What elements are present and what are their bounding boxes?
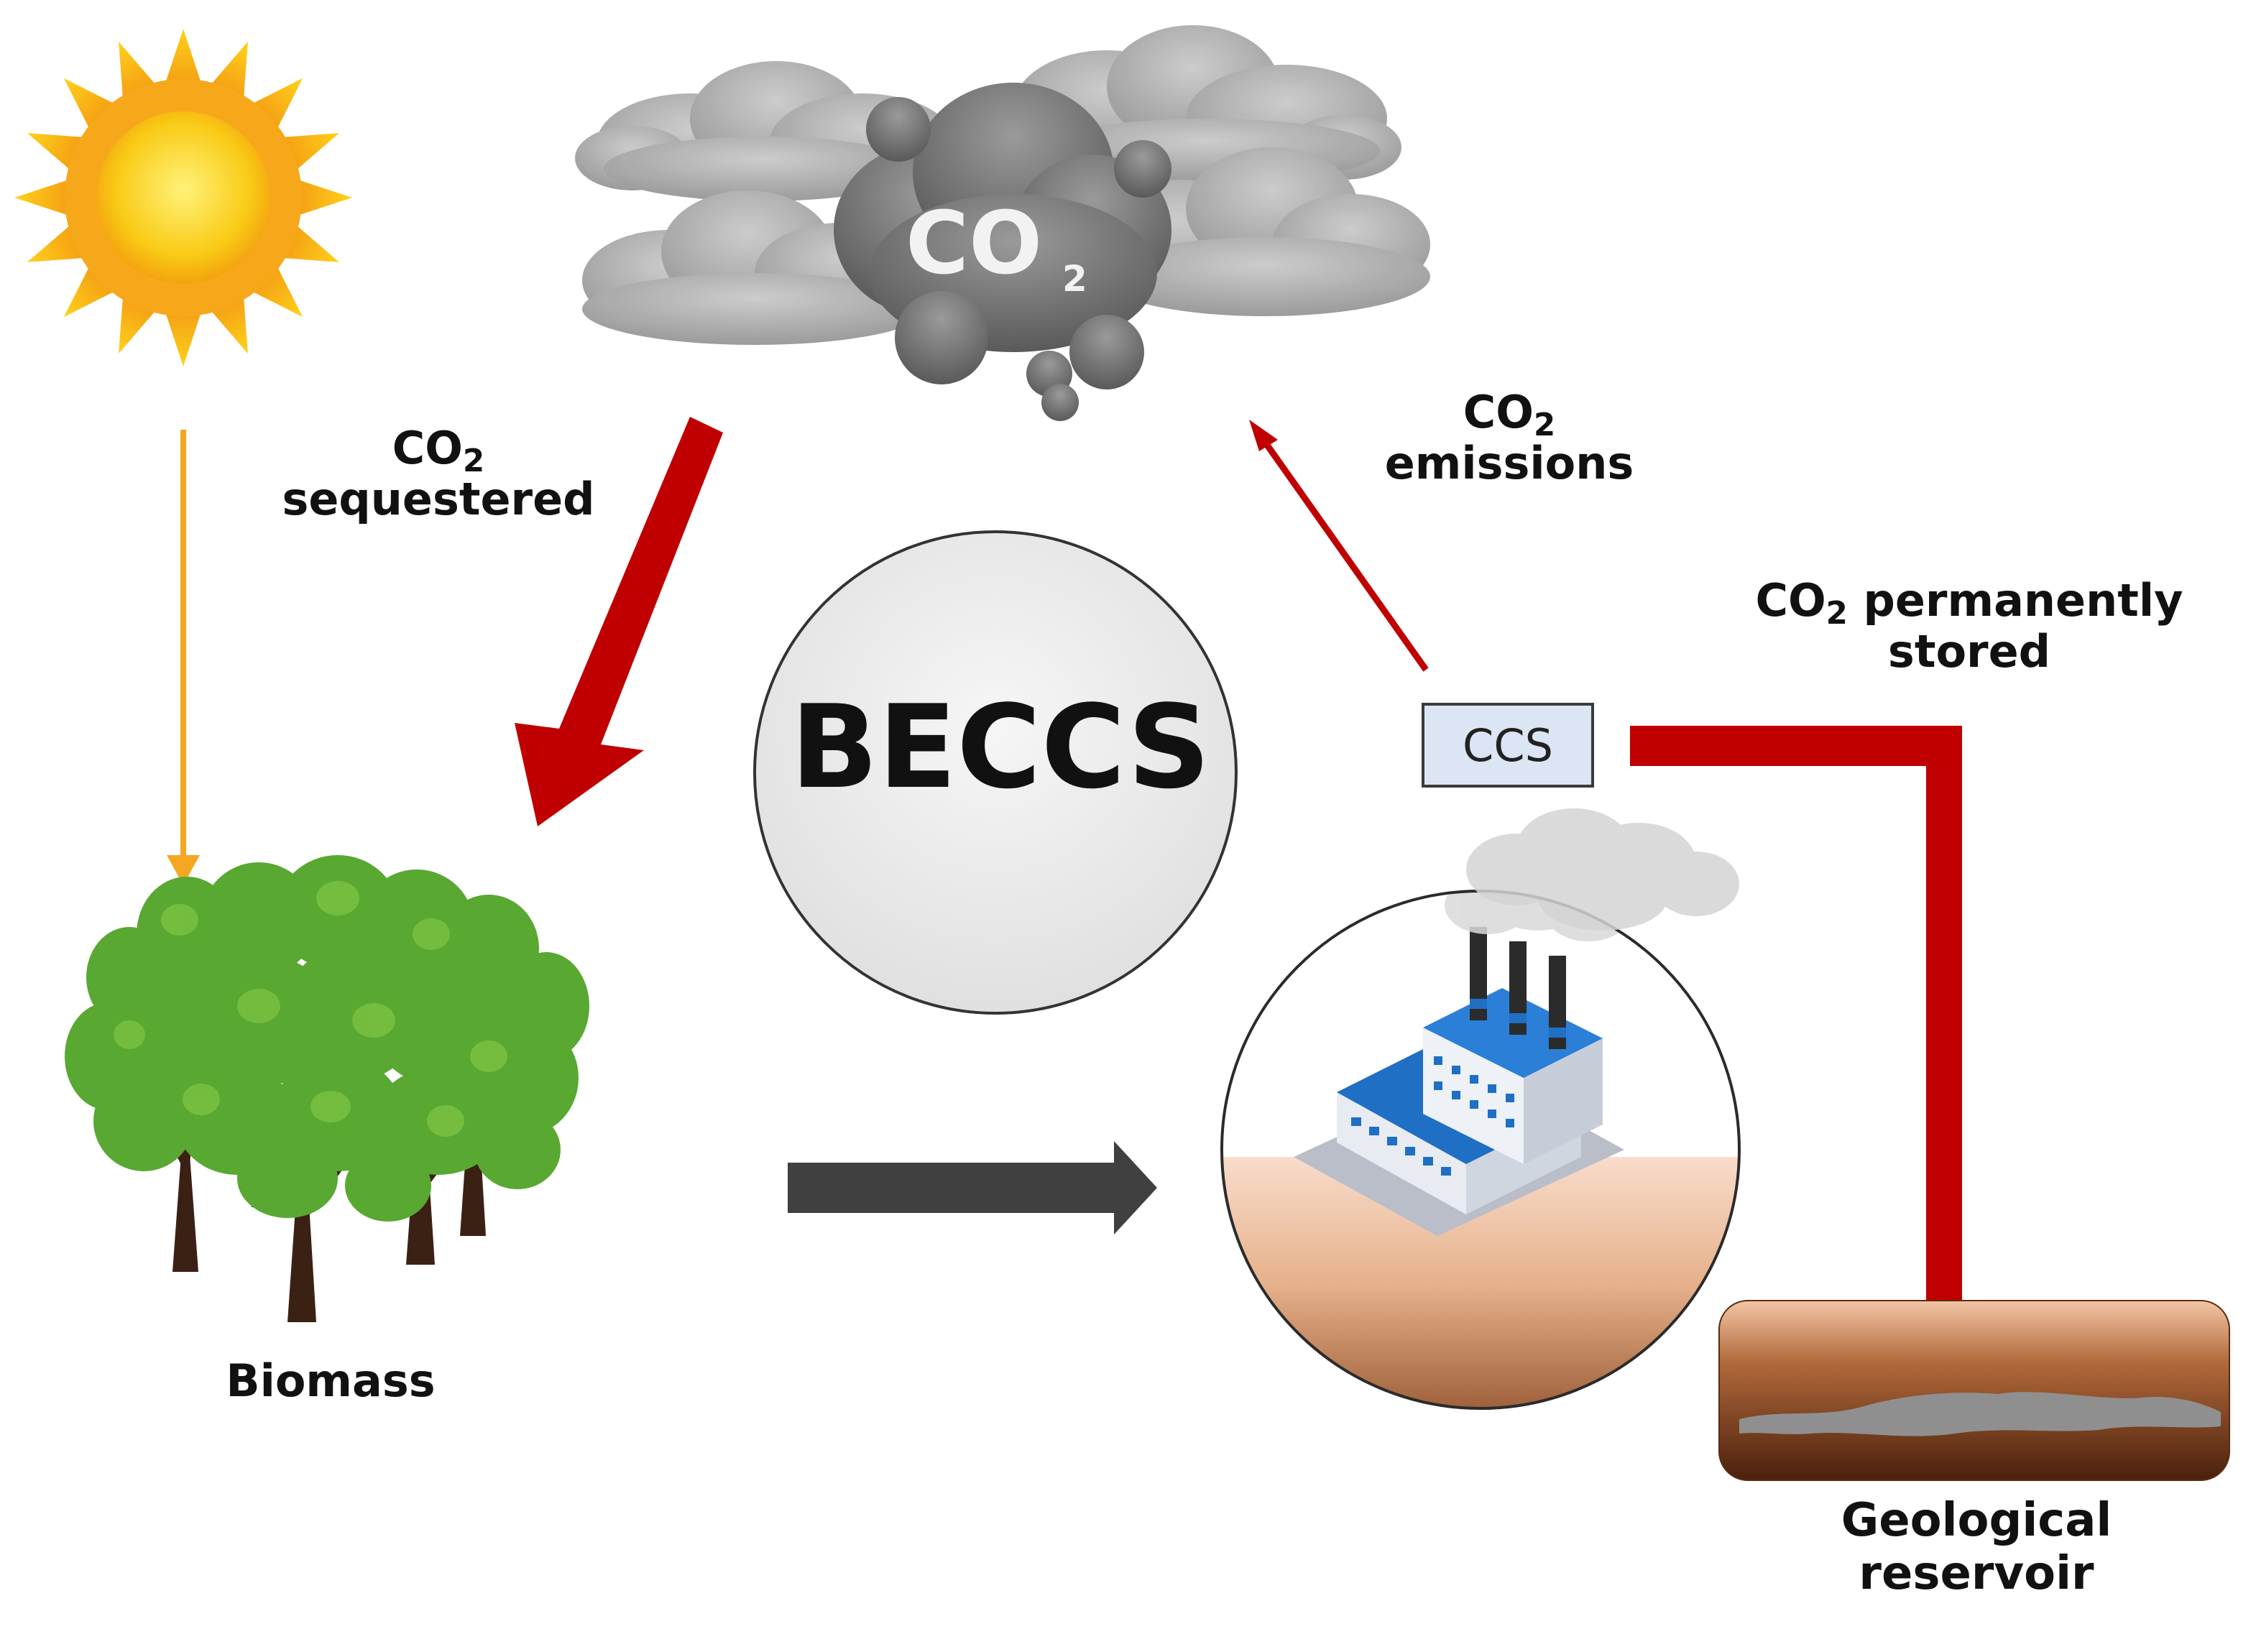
sunlight-arrow <box>167 430 200 885</box>
label-biomass: Biomass <box>226 1355 436 1407</box>
power-plant-icon <box>1220 808 1741 1410</box>
stored-word: stored <box>1887 625 2051 678</box>
cloud-icon <box>575 25 1430 421</box>
sequestered-word: sequestered <box>282 473 595 526</box>
reservoir-icon <box>1718 1300 2230 1481</box>
label-geological-reservoir: Geological reservoir <box>1775 1494 2178 1600</box>
stored-co-text: CO <box>1755 574 1826 627</box>
sun-icon <box>14 29 352 366</box>
sequestered-arrow <box>515 417 723 826</box>
trees-icon <box>65 855 589 1322</box>
label-co2-emissions: CO2 emissions <box>1322 387 1696 489</box>
sequestered-subscript: 2 <box>463 443 485 479</box>
emissions-word: emissions <box>1384 437 1634 490</box>
geological-word: Geological <box>1841 1494 2112 1547</box>
ccs-box: CCS <box>1422 703 1594 788</box>
cloud-co2-letters: CO <box>906 194 1042 294</box>
beccs-title: BECCS <box>790 680 1211 814</box>
label-co2-permanently-stored: CO2 permanently stored <box>1675 575 2256 678</box>
biomass-to-plant-arrow <box>788 1141 1157 1235</box>
emissions-subscript: 2 <box>1534 407 1556 443</box>
cloud-co2-text: CO 2 <box>906 194 1087 300</box>
stored-permanently-text: permanently <box>1847 574 2183 627</box>
emissions-co-text: CO <box>1463 386 1534 438</box>
cloud-co2-subscript: 2 <box>1062 258 1087 300</box>
reservoir-word: reservoir <box>1859 1546 2094 1600</box>
emissions-arrow <box>1249 420 1429 672</box>
sequestered-co-text: CO <box>392 422 463 474</box>
beccs-circle <box>753 530 1238 1015</box>
label-co2-sequestered: CO2 sequestered <box>237 423 640 525</box>
stored-subscript: 2 <box>1825 595 1848 632</box>
